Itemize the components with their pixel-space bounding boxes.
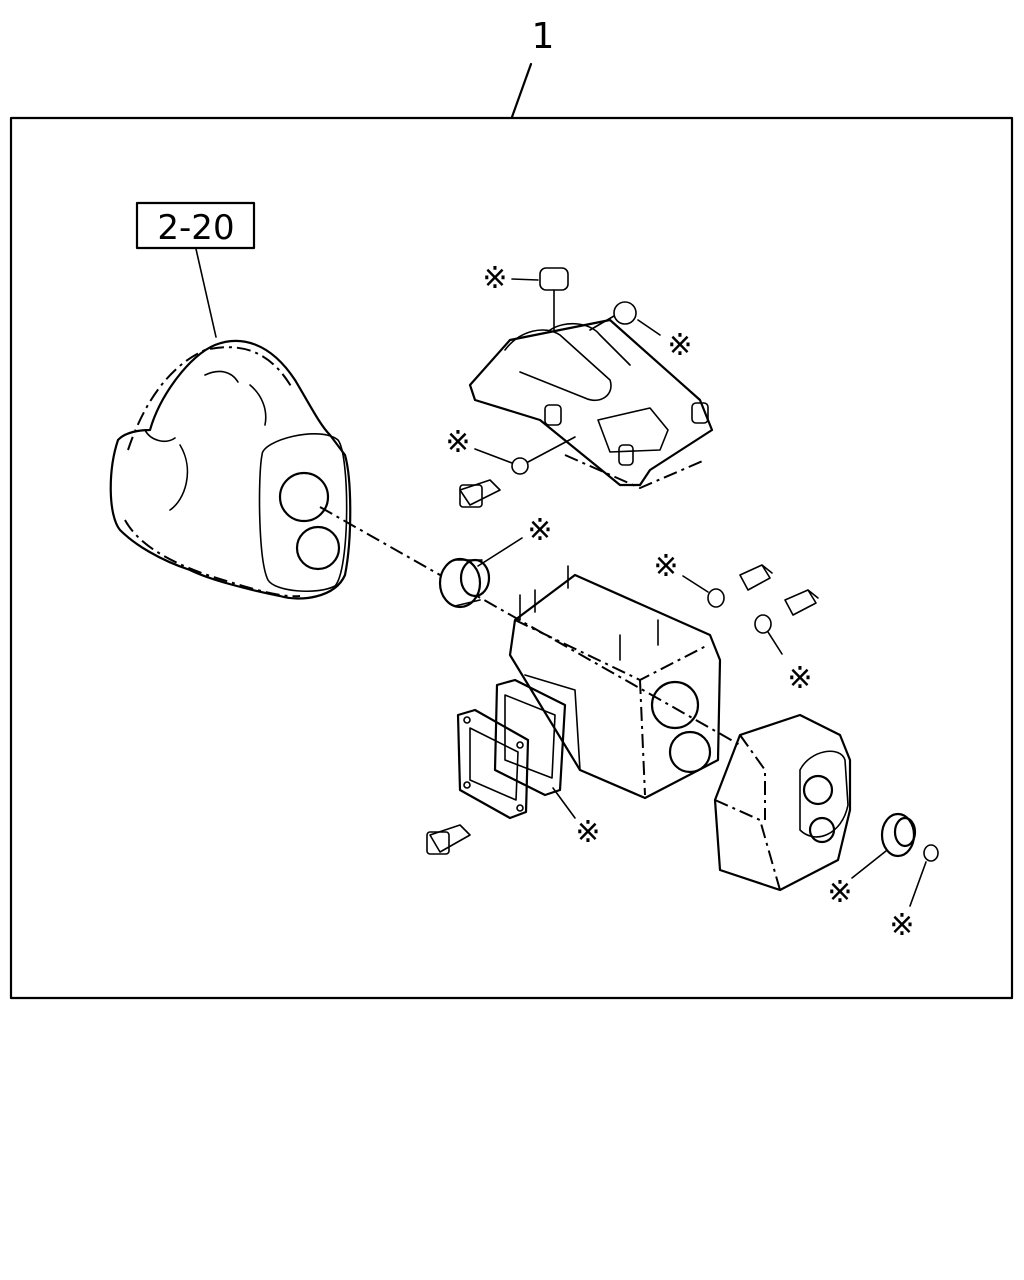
cover-bolt [459,484,483,508]
assembly-number: 1 [532,16,555,57]
callout-6: ※ [787,661,812,696]
snap-ring [923,844,939,862]
washer-upper [707,588,725,608]
cover-bushing-right [613,301,637,325]
shift-cover [459,267,714,508]
extension-housing [713,713,852,892]
callout-3: ※ [445,425,470,460]
washer-lower [754,614,772,634]
callout-9: ※ [889,908,914,943]
diagram-frame [9,116,1014,1000]
callout-1: ※ [482,261,507,296]
assembly-leader [510,62,533,119]
callout-8: ※ [827,875,852,910]
callout-7: ※ [575,815,600,850]
side-cover-plate [456,678,567,820]
input-bearing [438,557,491,609]
rear-oil-seal [880,812,917,858]
cover-bushing-top [539,267,569,291]
clutch-housing [109,339,352,600]
callout-2: ※ [667,328,692,363]
plate-bolt [429,824,471,853]
reference-box [135,201,256,250]
callout-4: ※ [527,513,552,548]
transmission-case [508,565,722,800]
bolt-lower [784,589,819,616]
callouts: ※ ※ ※ ※ ※ ※ ※ ※ ※ [445,261,927,943]
cover-washer [511,457,529,475]
reference-leader [195,248,217,338]
callout-5: ※ [653,549,678,584]
bolt-upper [739,564,773,591]
reference-label: 2-20 [157,208,234,248]
